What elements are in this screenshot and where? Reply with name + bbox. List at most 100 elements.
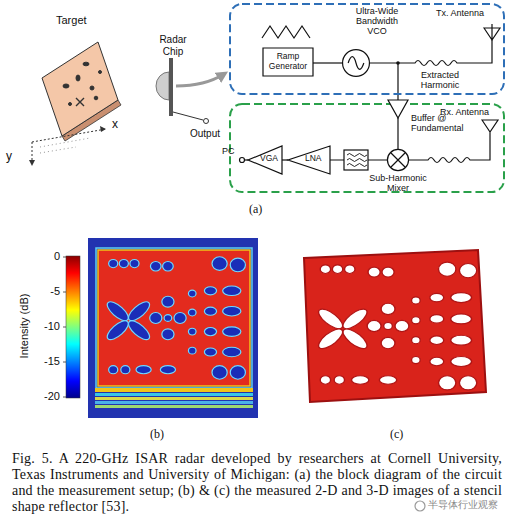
node-shape xyxy=(388,100,408,118)
y-axis xyxy=(32,142,33,162)
target-mark xyxy=(76,75,80,81)
output-terminal xyxy=(204,119,209,124)
node-outline xyxy=(248,146,282,174)
mixer-circle: Sub-Harmonic Mixer xyxy=(387,149,409,171)
junction-dot xyxy=(396,61,400,65)
heatmap-stripe xyxy=(95,405,253,408)
box-outline xyxy=(263,48,313,76)
tick-label: -10 xyxy=(26,320,60,333)
heatmap-halo xyxy=(96,248,252,388)
signal-wire xyxy=(370,63,398,100)
sine-symbol xyxy=(348,57,364,70)
target-mark xyxy=(99,71,102,74)
zoom-arrow xyxy=(176,74,224,86)
pc-terminal xyxy=(240,158,245,163)
node-label: Ramp Generator xyxy=(263,48,313,76)
buffer-amplifier: Buffer @ Fundamental xyxy=(388,100,408,118)
chip-label: Radar Chip xyxy=(150,34,196,57)
radar-lens xyxy=(156,72,169,100)
axis-label: x xyxy=(112,118,118,132)
heatmap-background xyxy=(88,238,258,418)
output-wire xyxy=(173,112,203,120)
circle-outline xyxy=(343,50,370,77)
triangle-outline xyxy=(248,146,282,174)
circle-outline xyxy=(387,149,408,170)
surface-holes xyxy=(315,262,477,390)
axis-arrow xyxy=(29,160,35,166)
target-mark xyxy=(69,103,72,106)
heatmap-stripe xyxy=(95,393,253,396)
node-label: Ultra-Wide Bandwidth VCO xyxy=(348,6,406,36)
watermark: 半导体行业观察 xyxy=(428,499,498,511)
node-label: VGA xyxy=(260,154,282,164)
vco-circle: Ultra-Wide Bandwidth VCO xyxy=(342,49,370,77)
node-outline xyxy=(387,149,408,170)
axis-arrow xyxy=(100,126,106,132)
signal-wire xyxy=(397,118,398,149)
mixer-cross xyxy=(391,153,406,168)
filter-box xyxy=(344,150,368,170)
node-label: Buffer @ Fundamental xyxy=(411,113,473,133)
node-outline xyxy=(343,50,370,77)
colorbar-ticks xyxy=(63,257,66,397)
target-edge xyxy=(62,100,121,141)
watermark-icon xyxy=(415,501,425,511)
node-shape xyxy=(342,49,370,77)
triangle-outline xyxy=(388,100,408,118)
colorbar xyxy=(66,256,80,398)
figure-caption: Fig. 5. A 220-GHz ISAR radar developed b… xyxy=(12,451,502,515)
target-mark xyxy=(90,86,94,90)
antenna-label: Rx. Antenna xyxy=(440,107,489,117)
heatmap-stripe xyxy=(95,397,253,400)
signal-label: Extracted Harmonic xyxy=(412,70,468,91)
radar-board xyxy=(169,58,173,116)
tick-label: -15 xyxy=(26,355,60,368)
node-outline xyxy=(263,48,313,76)
target-label: Target xyxy=(56,14,87,27)
target-mark xyxy=(76,98,84,106)
tx-wire xyxy=(398,40,492,66)
signal-wire xyxy=(313,62,342,63)
target-mark xyxy=(63,84,69,88)
panel-label: (c) xyxy=(390,428,403,442)
filter-symbol xyxy=(347,154,367,167)
grid-dots xyxy=(40,138,90,147)
vga-amplifier: VGA xyxy=(248,146,282,174)
surface-board xyxy=(304,250,486,402)
target-plate xyxy=(42,42,118,136)
node-outline xyxy=(388,100,408,118)
receiver-frame xyxy=(230,104,504,192)
generator-box: Ramp Generator xyxy=(263,48,313,76)
target-mark xyxy=(83,62,89,66)
node-label: LNA xyxy=(305,154,329,164)
heatmap-stripe xyxy=(95,401,253,404)
heatmap-board xyxy=(98,250,250,386)
heatmap-stripe xyxy=(95,388,253,392)
antenna-symbol xyxy=(484,24,500,40)
ramp-waveform xyxy=(262,26,310,38)
port-label: PC xyxy=(222,146,235,156)
axis-title: Intensity (dB) xyxy=(18,294,31,359)
x-axis xyxy=(32,129,106,142)
tick-label: 0 xyxy=(26,250,60,263)
output-label: Output xyxy=(190,128,220,140)
tick-label: -20 xyxy=(26,390,60,403)
triangle-outline xyxy=(288,146,330,174)
target-pattern xyxy=(63,62,102,106)
node-shape xyxy=(387,149,409,171)
signal-wire xyxy=(330,159,387,160)
panel-label: (a) xyxy=(249,203,262,217)
heatmap-holes xyxy=(104,257,245,379)
node-label: Sub-Harmonic Mixer xyxy=(362,173,434,193)
panel-label: (b) xyxy=(150,428,164,442)
grid-dots xyxy=(40,147,76,153)
axis-label: y xyxy=(6,150,12,164)
target-mark xyxy=(94,96,98,100)
lna-amplifier: LNA xyxy=(288,146,330,174)
antenna-label: Tx. Antenna xyxy=(436,8,484,18)
tick-label: -5 xyxy=(26,285,60,298)
transmitter-frame xyxy=(230,4,504,94)
node-outline xyxy=(288,146,330,174)
